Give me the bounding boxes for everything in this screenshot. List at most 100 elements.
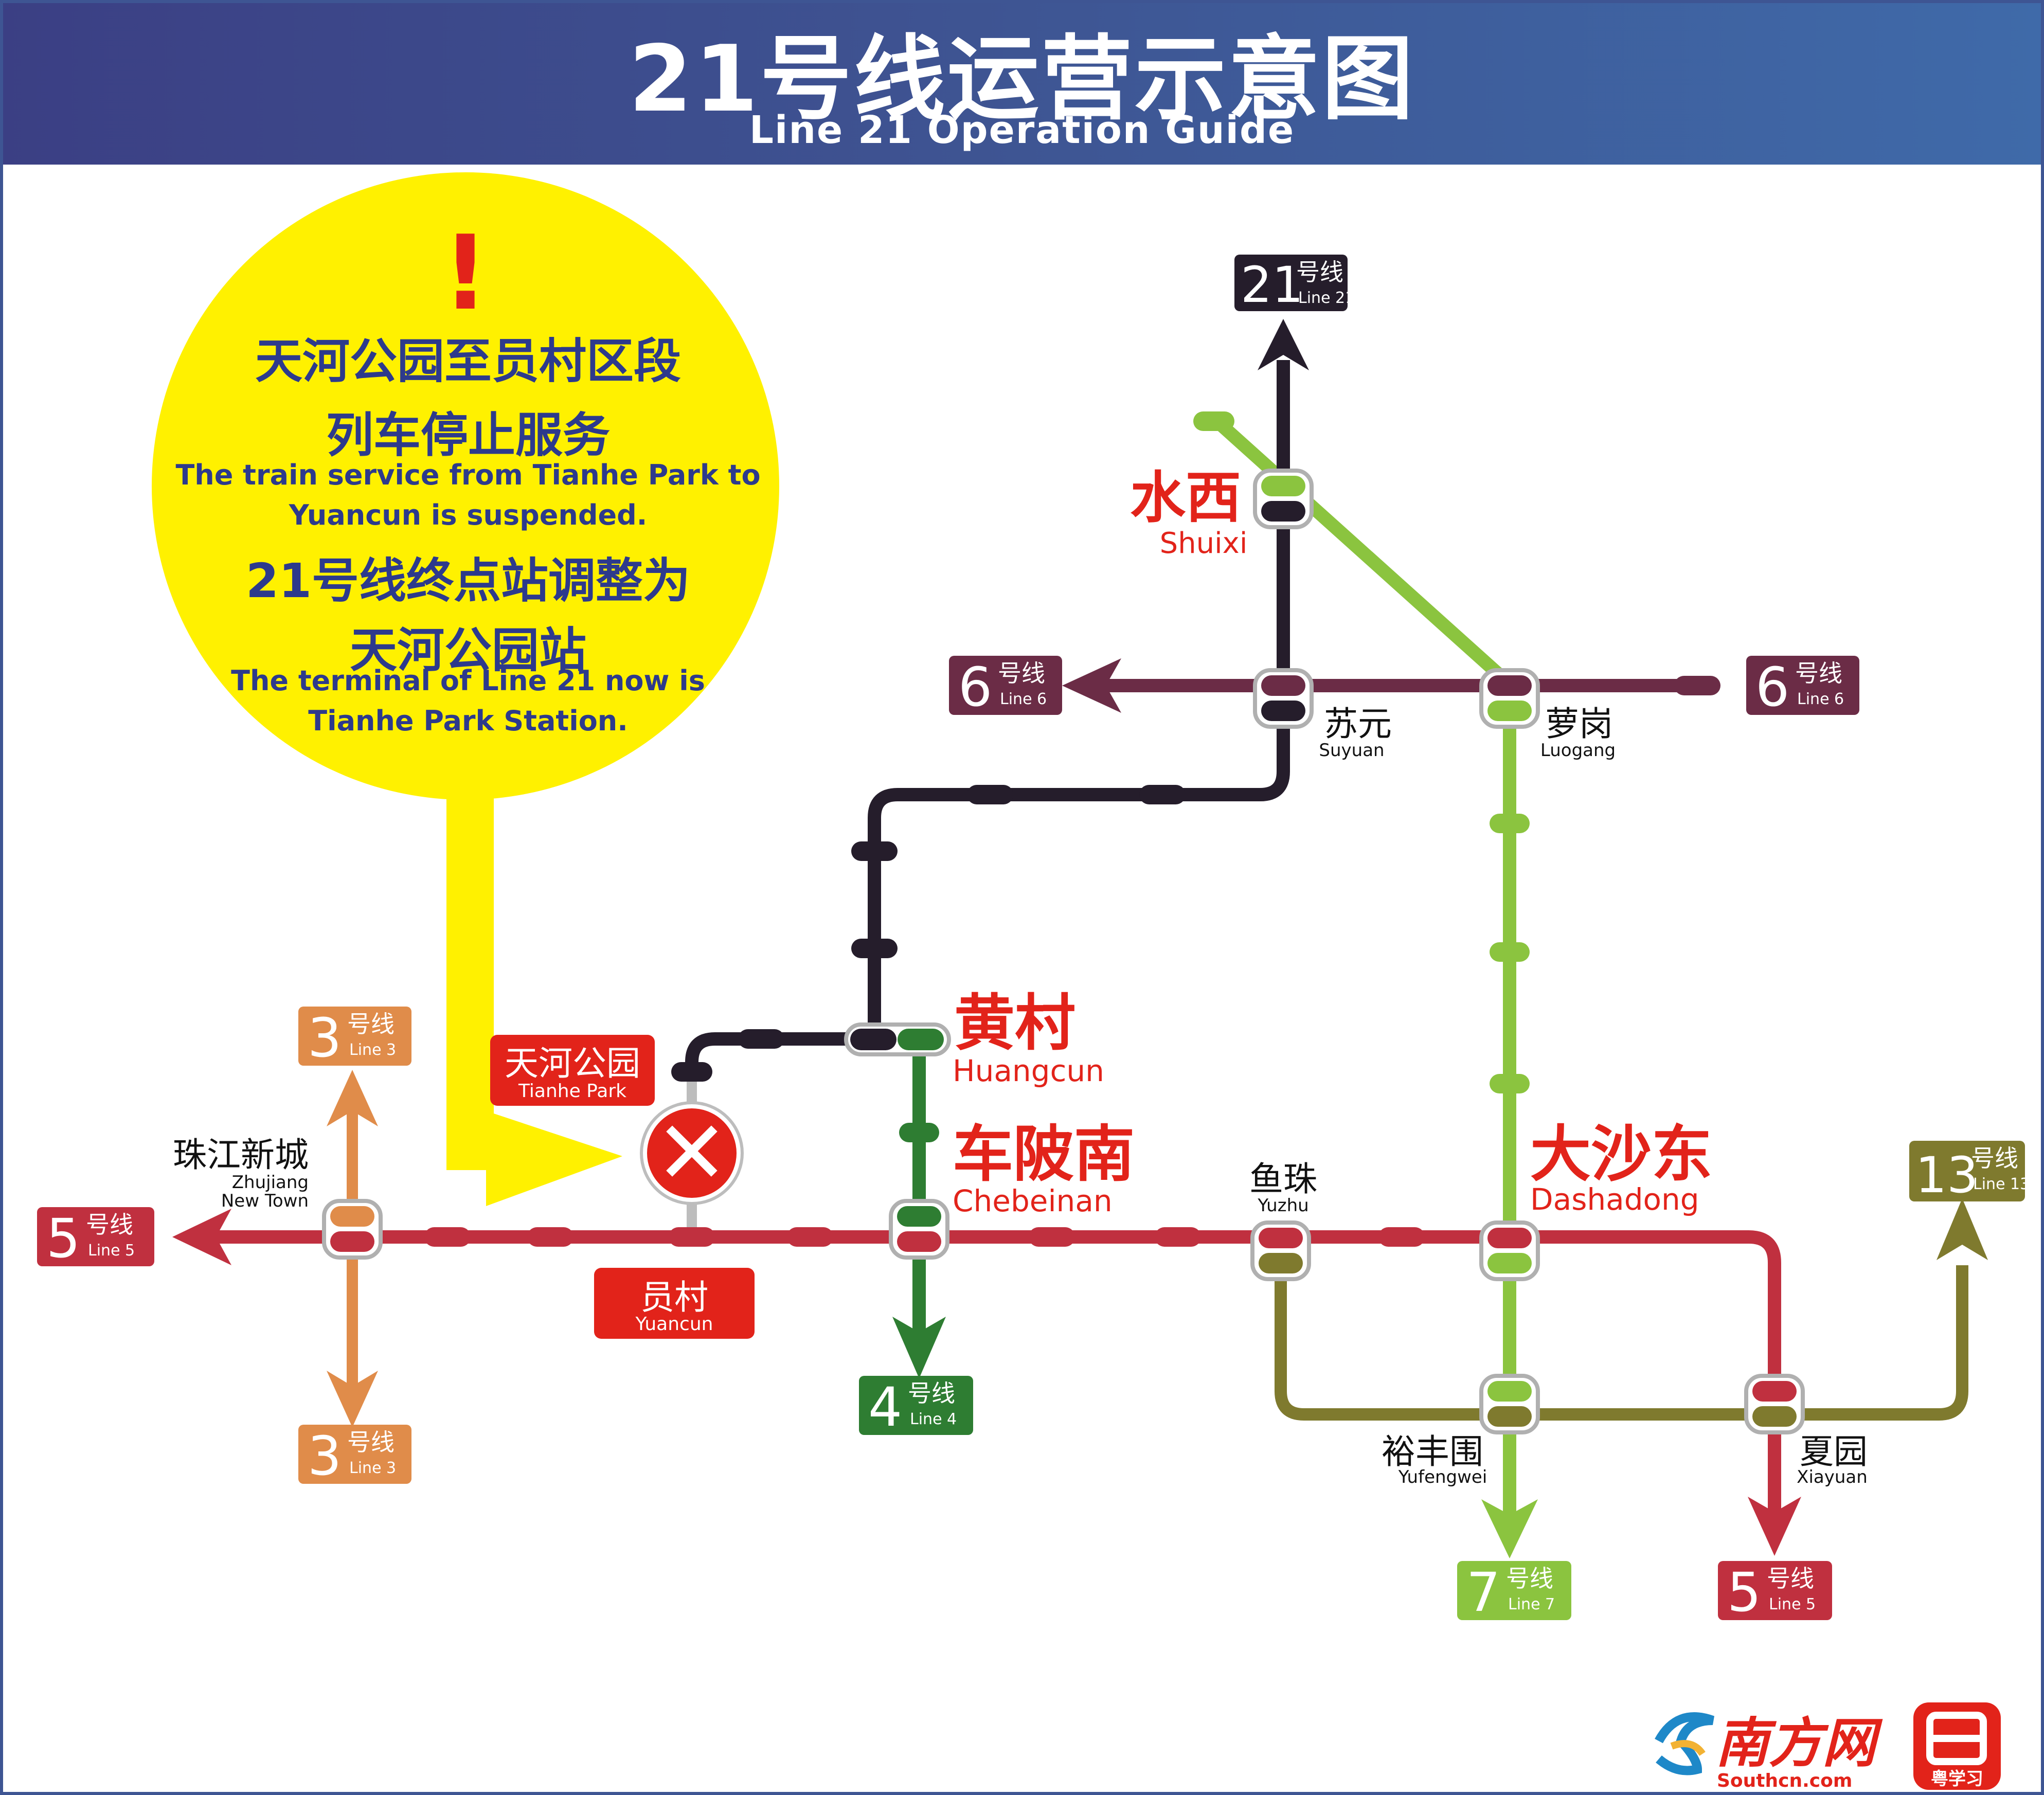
station-yuzhu-en: Yuzhu xyxy=(1257,1195,1308,1216)
line-badge-number: 3 xyxy=(308,1007,342,1069)
closed-station-yuancun: 员村 Yuancun xyxy=(594,1268,755,1339)
interchange-shuixi xyxy=(1253,469,1314,529)
line21-arrow-icon xyxy=(1258,319,1309,370)
line-badge-en: Line 6 xyxy=(1797,690,1844,708)
line-badge-cn: 号线 xyxy=(347,1428,395,1456)
line5-path xyxy=(172,1209,1801,1556)
line-badge-number: 6 xyxy=(1755,656,1789,719)
station-xiayuan-en: Xiayuan xyxy=(1797,1467,1868,1487)
interchange-yufengwei xyxy=(1479,1374,1540,1434)
line-badge-cn: 号线 xyxy=(1767,1565,1814,1592)
line-badge-number: 7 xyxy=(1466,1561,1500,1624)
line-badge-en: Line 3 xyxy=(349,1459,396,1477)
station-luogang-cn: 萝岗 xyxy=(1545,704,1613,744)
line-badge-cn: 号线 xyxy=(86,1211,133,1238)
line13-path xyxy=(1275,1198,1988,1421)
station-xiayuan-cn: 夏园 xyxy=(1800,1432,1868,1471)
notice-line2-cn: 列车停止服务 xyxy=(326,408,610,463)
notice-circle xyxy=(152,172,779,800)
station-labels: 水西 Shuixi 苏元 Suyuan 萝岗 Luogang 黄村 Huangc… xyxy=(173,466,1868,1487)
line7-arrow-icon xyxy=(1481,1499,1538,1558)
station-suyuan-en: Suyuan xyxy=(1319,740,1384,761)
line-badge-cn: 号线 xyxy=(1296,258,1343,286)
line-badge-en: Line 13 xyxy=(1973,1175,2030,1193)
notice-line1-cn: 天河公园至员村区段 xyxy=(255,334,681,389)
yuancun-en: Yuancun xyxy=(635,1314,713,1335)
notice-line4-cn: 天河公园站 xyxy=(349,623,586,678)
yuexuexi-logo: 粤学习 xyxy=(1913,1702,2001,1790)
line-badge-en: Line 6 xyxy=(1000,690,1047,708)
station-chebeinan-en: Chebeinan xyxy=(953,1183,1113,1218)
line-badge-cn: 号线 xyxy=(1795,659,1842,687)
southcn-cn: 南方网 xyxy=(1715,1712,1883,1774)
line21-path xyxy=(671,319,1309,1229)
station-huangcun-en: Huangcun xyxy=(953,1053,1104,1088)
southcn-url: Southcn.com xyxy=(1717,1770,1852,1791)
line-badge-number: 4 xyxy=(868,1376,902,1439)
interchange-yuzhu xyxy=(1250,1220,1311,1281)
line-badge-cn: 号线 xyxy=(1971,1144,2018,1172)
station-zhujiang-en-2: New Town xyxy=(221,1191,309,1211)
closed-station-tianhe-park: 天河公园 Tianhe Park xyxy=(490,1035,655,1106)
line6-path xyxy=(1062,658,1720,713)
interchange-xiayuan xyxy=(1744,1374,1805,1434)
station-yufengwei-cn: 裕丰围 xyxy=(1382,1432,1483,1471)
station-dashadong-cn: 大沙东 xyxy=(1530,1119,1712,1190)
station-suyuan-cn: 苏元 xyxy=(1324,704,1392,744)
station-huangcun-cn: 黄村 xyxy=(954,988,1075,1058)
line-badge-number: 13 xyxy=(1915,1146,1978,1204)
line5-west-arrow-icon xyxy=(172,1209,231,1265)
line-badge-cn: 号线 xyxy=(1506,1565,1553,1592)
line4-path xyxy=(892,1044,946,1378)
interchange-huangcun xyxy=(844,1022,951,1056)
line6-arrow-icon xyxy=(1062,658,1121,713)
header-banner: 21号线运营示意图 Line 21 Operation Guide xyxy=(0,0,2044,165)
interchange-dashadong xyxy=(1479,1220,1540,1281)
station-yuzhu-cn: 鱼珠 xyxy=(1249,1159,1317,1199)
tianhe-park-cn: 天河公园 xyxy=(505,1044,640,1083)
station-zhujiang-en-1: Zhujiang xyxy=(232,1172,309,1193)
notice-line3-cn: 21号线终点站调整为 xyxy=(245,553,691,608)
line-badge-en: Line 21 xyxy=(1298,289,1355,307)
station-zhujiang-cn: 珠江新城 xyxy=(173,1135,309,1175)
close-icon: ✕ xyxy=(655,1102,728,1204)
notice-line1-en: The train service from Tianhe Park to xyxy=(175,459,761,491)
notice-line3-en: The terminal of Line 21 now is xyxy=(231,665,705,697)
line-badge-number: 5 xyxy=(46,1207,80,1270)
line-badge-en: Line 7 xyxy=(1508,1595,1555,1613)
line5-south-arrow-icon xyxy=(1748,1497,1801,1556)
line4-arrow-icon xyxy=(892,1317,946,1378)
exclamation-icon: ! xyxy=(442,213,489,333)
line-badge-en: Line 5 xyxy=(1769,1595,1816,1613)
station-shuixi-cn: 水西 xyxy=(1130,466,1241,530)
line3-north-arrow-icon xyxy=(327,1070,378,1126)
tianhe-park-en: Tianhe Park xyxy=(518,1081,626,1102)
station-dashadong-en: Dashadong xyxy=(1530,1182,1699,1217)
notice-line4-en: Tianhe Park Station. xyxy=(308,705,628,737)
suspended-marker: ✕ xyxy=(640,1101,744,1205)
southcn-s-icon xyxy=(1655,1712,1715,1775)
line-badge-number: 5 xyxy=(1727,1561,1761,1624)
station-chebeinan-cn: 车陂南 xyxy=(953,1119,1135,1190)
notice-line2-en: Yuancun is suspended. xyxy=(289,499,648,531)
line-badge-en: Line 3 xyxy=(349,1041,396,1059)
line-badge-number: 6 xyxy=(958,656,992,719)
line-badge-en: Line 4 xyxy=(910,1410,957,1428)
interchange-zhujiang xyxy=(322,1199,383,1260)
line13-arrow-icon xyxy=(1937,1198,1988,1260)
interchange-luogang xyxy=(1479,668,1540,729)
notice-bubble: ! xyxy=(152,172,779,1206)
station-luogang-en: Luogang xyxy=(1540,740,1616,761)
line-badge-number: 3 xyxy=(308,1425,342,1487)
line-badge-cn: 号线 xyxy=(347,1010,395,1038)
station-shuixi-en: Shuixi xyxy=(1160,527,1248,560)
